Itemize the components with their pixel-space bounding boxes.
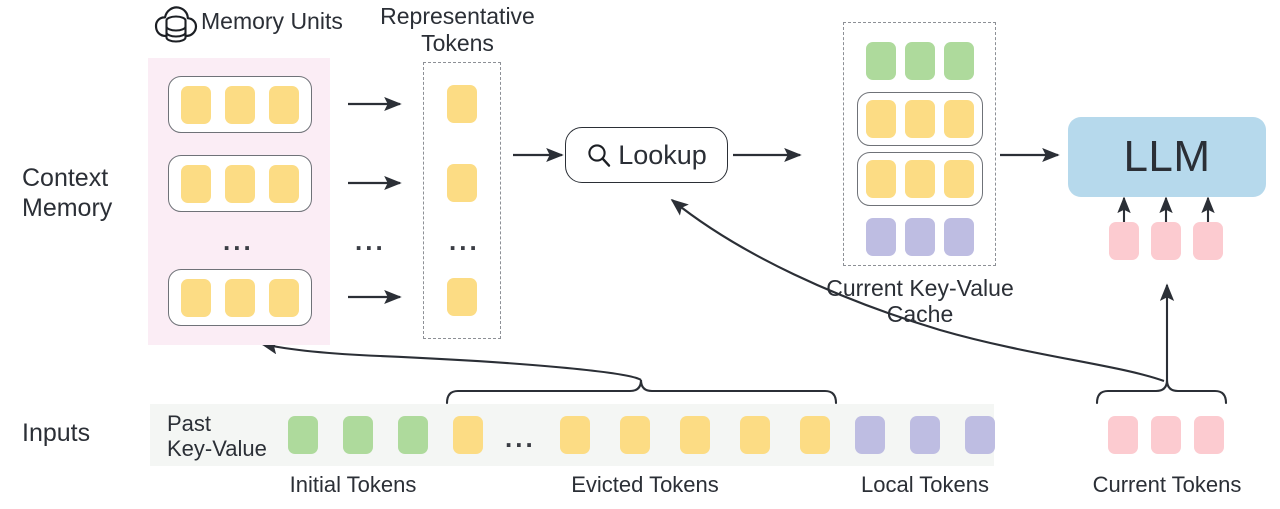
kv-token bbox=[866, 42, 896, 80]
lookup-button[interactable]: Lookup bbox=[565, 127, 728, 183]
cloud-database-icon bbox=[154, 4, 198, 44]
kv-token bbox=[905, 160, 935, 198]
representative-tokens-label-line2: Tokens bbox=[421, 30, 494, 56]
input-token-initial-3 bbox=[398, 416, 428, 454]
kv-token bbox=[944, 100, 974, 138]
input-token-evicted-6 bbox=[800, 416, 830, 454]
memory-token bbox=[225, 85, 255, 124]
past-key-value-label-line1: Past bbox=[167, 411, 212, 436]
evicted-tokens-caption: Evicted Tokens bbox=[571, 472, 719, 497]
memory-token bbox=[225, 164, 255, 203]
kv-token bbox=[866, 100, 896, 138]
lookup-label: Lookup bbox=[618, 139, 707, 170]
input-token-current-2 bbox=[1151, 416, 1181, 454]
brace-evicted-tokens bbox=[445, 379, 838, 405]
representative-token-3 bbox=[447, 278, 477, 316]
kv-token bbox=[905, 100, 935, 138]
kv-cache-row-retrieved-1[interactable] bbox=[857, 92, 983, 146]
arrow-evicted-to-memory bbox=[260, 340, 642, 381]
current-tokens-caption: Current Tokens bbox=[1092, 472, 1242, 497]
input-token-current-3 bbox=[1194, 416, 1224, 454]
input-token-evicted-1 bbox=[453, 416, 483, 454]
inputs-label: Inputs bbox=[22, 419, 91, 447]
representative-token-2 bbox=[447, 164, 477, 202]
kv-token bbox=[866, 218, 896, 256]
unit-arrows-ellipsis: ... bbox=[355, 226, 386, 256]
kv-cache-row-initial bbox=[861, 40, 979, 82]
arrow-current-tokens-to-lookup bbox=[670, 198, 1165, 382]
llm-box[interactable]: LLM bbox=[1068, 117, 1266, 197]
kv-token bbox=[866, 160, 896, 198]
memory-unit-1[interactable] bbox=[168, 76, 312, 133]
initial-tokens-caption: Initial Tokens bbox=[289, 472, 417, 497]
context-memory-label-line1: Context bbox=[22, 164, 109, 192]
memory-units-ellipsis: ... bbox=[223, 226, 254, 256]
input-token-initial-2 bbox=[343, 416, 373, 454]
memory-token bbox=[181, 278, 211, 317]
memory-token bbox=[225, 278, 255, 317]
kv-token bbox=[905, 218, 935, 256]
representative-tokens-ellipsis: ... bbox=[449, 226, 480, 256]
representative-tokens-label-line1: Representative bbox=[380, 3, 535, 29]
input-sequence-ellipsis: ... bbox=[505, 423, 536, 453]
memory-unit-2[interactable] bbox=[168, 155, 312, 212]
representative-token-1 bbox=[447, 85, 477, 123]
memory-token bbox=[269, 278, 299, 317]
input-token-current-1 bbox=[1108, 416, 1138, 454]
kv-cache-container bbox=[843, 22, 996, 266]
kv-cache-label-line1: Current Key-Value bbox=[826, 275, 1014, 301]
memory-token bbox=[269, 164, 299, 203]
input-token-local-3 bbox=[965, 416, 995, 454]
input-token-evicted-3 bbox=[620, 416, 650, 454]
kv-cache-row-retrieved-2[interactable] bbox=[857, 152, 983, 206]
kv-token bbox=[944, 160, 974, 198]
input-token-local-2 bbox=[910, 416, 940, 454]
memory-token bbox=[181, 164, 211, 203]
input-token-initial-1 bbox=[288, 416, 318, 454]
arrow-pink-tokens-to-llm bbox=[1117, 196, 1215, 222]
llm-input-token-3 bbox=[1193, 222, 1223, 260]
memory-token bbox=[269, 85, 299, 124]
input-token-evicted-5 bbox=[740, 416, 770, 454]
search-icon bbox=[586, 142, 612, 168]
kv-token bbox=[944, 42, 974, 80]
local-tokens-caption: Local Tokens bbox=[860, 472, 989, 497]
brace-current-tokens bbox=[1095, 379, 1228, 405]
past-key-value-label-line2: Key-Value bbox=[167, 436, 267, 461]
kv-cache-row-local bbox=[861, 216, 979, 258]
input-token-evicted-4 bbox=[680, 416, 710, 454]
representative-tokens-container bbox=[423, 62, 501, 339]
arrow-unit-to-representative bbox=[348, 96, 402, 305]
input-token-evicted-2 bbox=[560, 416, 590, 454]
input-token-local-1 bbox=[855, 416, 885, 454]
context-memory-label-line2: Memory bbox=[22, 194, 113, 222]
llm-input-token-1 bbox=[1109, 222, 1139, 260]
kv-token bbox=[905, 42, 935, 80]
memory-units-label: Memory Units bbox=[201, 8, 343, 34]
kv-cache-label-line2: Cache bbox=[886, 301, 954, 327]
memory-token bbox=[181, 85, 211, 124]
kv-token bbox=[944, 218, 974, 256]
llm-label: LLM bbox=[1123, 132, 1211, 181]
llm-input-token-2 bbox=[1151, 222, 1181, 260]
memory-unit-3[interactable] bbox=[168, 269, 312, 326]
